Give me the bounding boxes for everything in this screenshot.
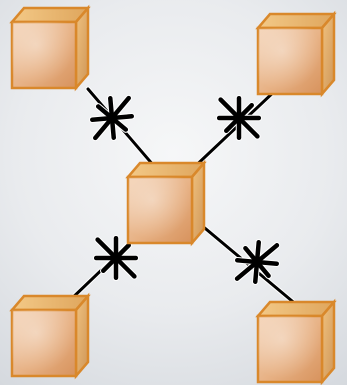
asterisk-marker-bottom-right [226, 231, 289, 292]
cube-node-top-right [258, 14, 334, 94]
asterisk-marker-top-right [208, 87, 270, 149]
cube-node-center [128, 163, 204, 243]
cube-side-face [322, 302, 334, 382]
cube-front-glow [258, 316, 322, 382]
connector-line [188, 88, 278, 173]
cube-side-face [76, 8, 88, 88]
cube-nodes [12, 8, 334, 382]
cube-node-bottom-right [258, 302, 334, 382]
cube-side-face [192, 163, 204, 243]
cube-front-glow [258, 28, 322, 94]
connector-top-left [81, 87, 160, 173]
cube-node-bottom-left [12, 296, 88, 376]
cube-side-face [76, 296, 88, 376]
cube-front-glow [12, 22, 76, 88]
cube-node-top-left [12, 8, 88, 88]
cube-front-glow [128, 177, 192, 243]
connector-bottom-right [188, 214, 304, 311]
cube-side-face [322, 14, 334, 94]
connector-top-right [188, 87, 278, 173]
cube-front-glow [12, 310, 76, 376]
